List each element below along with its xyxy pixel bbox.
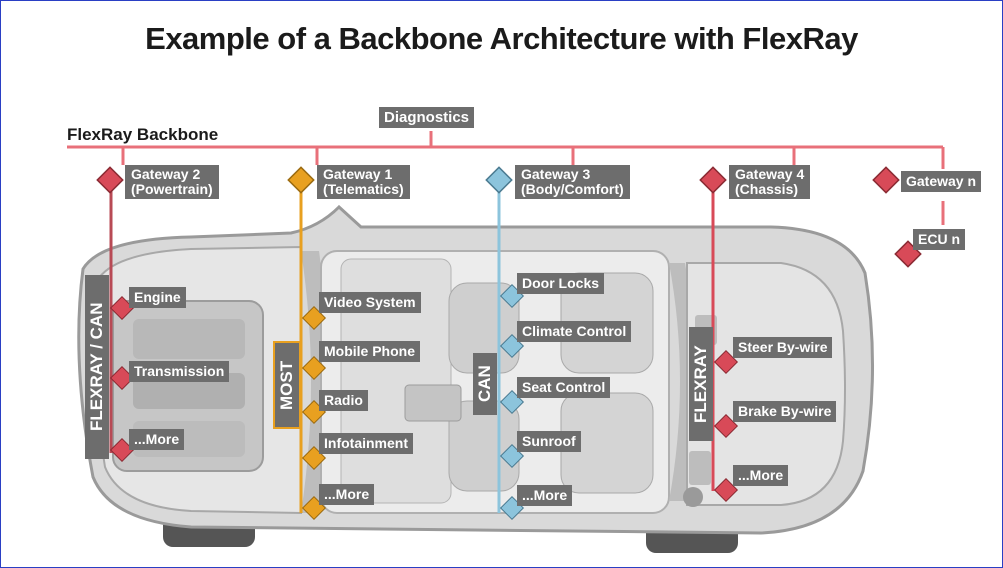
ecu-mobile-phone-label: Mobile Phone bbox=[319, 341, 420, 362]
flexray-backbone bbox=[67, 131, 945, 225]
ecu-door-locks-label: Door Locks bbox=[517, 273, 605, 294]
gateway-n-label: Gateway n bbox=[901, 171, 982, 192]
ecu-infotainment-label: Infotainment bbox=[319, 433, 413, 454]
ecu-sunroof-label: Sunroof bbox=[517, 431, 581, 452]
trunk-detail bbox=[683, 487, 703, 507]
gateway-2-domain: (Powertrain) bbox=[131, 181, 213, 197]
ecu-engine-label: Engine bbox=[129, 287, 186, 308]
gateway-3-label: Gateway 3 (Body/Comfort) bbox=[515, 165, 630, 199]
gateway-1-label: Gateway 1 (Telematics) bbox=[317, 165, 410, 199]
flexray-bus-label: FLEXRAY bbox=[689, 327, 713, 441]
ecu-chassis-more-label: ...More bbox=[733, 465, 789, 486]
ecu-n-label: ECU n bbox=[913, 229, 965, 250]
most-bus-label: MOST bbox=[273, 341, 301, 429]
gateway-1-node-icon bbox=[287, 166, 315, 194]
ecu-climate-control-label: Climate Control bbox=[517, 321, 632, 342]
gateway-1-name: Gateway 1 bbox=[323, 166, 393, 182]
chassis-more-node-icon bbox=[713, 477, 739, 503]
gateway-3-domain: (Body/Comfort) bbox=[521, 181, 624, 197]
trunk bbox=[686, 262, 846, 506]
trunk-detail bbox=[689, 451, 711, 485]
diagnostics-label: Diagnostics bbox=[379, 107, 475, 128]
engine-node-icon bbox=[109, 295, 135, 321]
powertrain-more-node-icon bbox=[109, 437, 135, 463]
gateway-nodes bbox=[96, 166, 922, 268]
gateway-4-node-icon bbox=[699, 166, 727, 194]
gateway-1-domain: (Telematics) bbox=[323, 181, 404, 197]
ecu-steer-by-wire-label: Steer By-wire bbox=[733, 337, 833, 358]
ecu-transmission-label: Transmission bbox=[129, 361, 230, 382]
gateway-4-domain: (Chassis) bbox=[735, 181, 799, 197]
flexray-can-bus-label: FLEXRAY / CAN bbox=[85, 275, 109, 459]
brake-by-wire-node-icon bbox=[713, 413, 739, 439]
ecu-seat-control-label: Seat Control bbox=[517, 377, 611, 398]
page-title: Example of a Backbone Architecture with … bbox=[145, 21, 858, 56]
can-bus-label: CAN bbox=[473, 353, 497, 415]
gateway-2-label: Gateway 2 (Powertrain) bbox=[125, 165, 219, 199]
transmission-node-icon bbox=[109, 365, 135, 391]
gateway-4-label: Gateway 4 (Chassis) bbox=[729, 165, 811, 199]
backbone-label: FlexRay Backbone bbox=[67, 125, 219, 144]
ecu-nodes bbox=[109, 283, 739, 521]
gateway-2-name: Gateway 2 bbox=[131, 166, 201, 182]
mobile-phone-node-icon bbox=[301, 355, 327, 381]
gateway-2-node-icon bbox=[96, 166, 124, 194]
ecu-powertrain-more-label: ...More bbox=[129, 429, 185, 450]
ecu-telematics-more-label: ...More bbox=[319, 484, 375, 505]
steer-by-wire-node-icon bbox=[713, 349, 739, 375]
ecu-brake-by-wire-label: Brake By-wire bbox=[733, 401, 837, 422]
engine-part bbox=[133, 373, 245, 409]
ecu-video-system-label: Video System bbox=[319, 292, 421, 313]
center-console bbox=[404, 384, 462, 422]
gateway-n-node-icon bbox=[872, 166, 900, 194]
ecu-radio-label: Radio bbox=[319, 390, 368, 411]
gateway-4-name: Gateway 4 bbox=[735, 166, 805, 182]
gateway-3-node-icon bbox=[485, 166, 513, 194]
gateway-3-name: Gateway 3 bbox=[521, 166, 591, 182]
engine-part bbox=[133, 319, 245, 359]
ecu-body-more-label: ...More bbox=[517, 485, 573, 506]
